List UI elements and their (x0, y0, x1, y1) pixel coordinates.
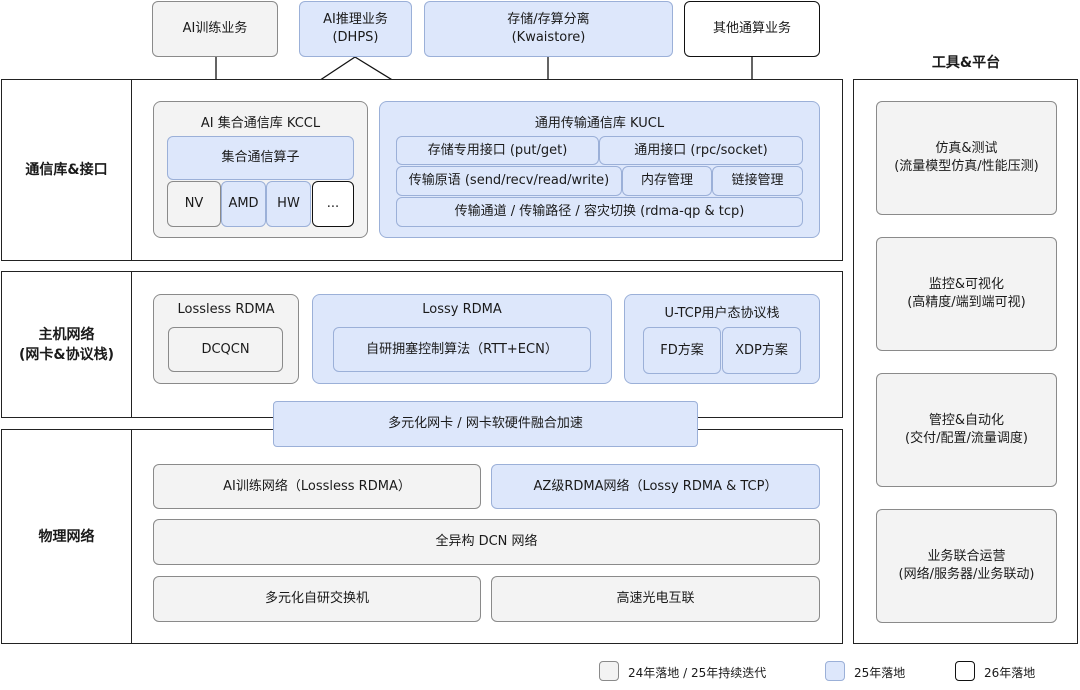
kucl-memory: 内存管理 (622, 166, 712, 196)
kucl-title: 通用传输通信库 KUCL (534, 116, 665, 131)
utcp-fd: FD方案 (643, 327, 721, 374)
optical-interconnect: 高速光电互联 (491, 576, 820, 622)
kccl-title: AI 集合通信库 KCCL (200, 116, 321, 131)
nic-fusion: 多元化网卡 / 网卡软硬件融合加速 (273, 401, 698, 447)
legend-label-white: 26年落地 (984, 666, 1036, 680)
service-ai-inference: AI推理业务 (DHPS) (299, 1, 412, 57)
kucl-link: 链接管理 (712, 166, 803, 196)
lossless-rdma-title: Lossless RDMA (177, 302, 275, 317)
self-developed-switch: 多元化自研交换机 (153, 576, 481, 622)
service-storage: 存储/存算分离 (Kwaistore) (424, 1, 673, 57)
kucl-general-api: 通用接口 (rpc/socket) (599, 136, 803, 165)
legend-swatch-white (955, 661, 975, 681)
host-layer-label: 主机网络 (网卡&协议栈) (2, 272, 132, 417)
legend-label-gray: 24年落地 / 25年持续迭代 (628, 666, 767, 680)
dcn-network: 全异构 DCN 网络 (153, 519, 820, 565)
tool-simulation-testing: 仿真&测试 (流量模型仿真/性能压测) (876, 101, 1057, 215)
phys-layer-label: 物理网络 (2, 430, 132, 643)
legend-label-blue: 25年落地 (854, 666, 906, 680)
service-ai-training: AI训练业务 (152, 1, 278, 57)
legend-swatch-blue (825, 661, 845, 681)
service-other-compute: 其他通算业务 (684, 1, 820, 57)
az-rdma-network: AZ级RDMA网络（Lossy RDMA & TCP） (491, 464, 820, 509)
kucl-storage-api: 存储专用接口 (put/get) (396, 136, 599, 165)
comm-layer-label: 通信库&接口 (2, 80, 132, 260)
kucl-primitives: 传输原语 (send/recv/read/write) (396, 166, 622, 196)
lossy-rdma-title: Lossy RDMA (422, 302, 502, 317)
legend-swatch-gray (599, 661, 619, 681)
kccl-vendor-nv: NV (167, 181, 221, 227)
utcp-xdp: XDP方案 (722, 327, 801, 374)
kucl-channel: 传输通道 / 传输路径 / 容灾切换 (rdma-qp & tcp) (396, 197, 803, 227)
kccl-vendor-hw: HW (266, 181, 311, 227)
tools-title: 工具&平台 (931, 55, 1001, 71)
utcp-title: U-TCP用户态协议栈 (664, 306, 780, 321)
congestion-control: 自研拥塞控制算法（RTT+ECN） (333, 327, 591, 372)
tool-monitoring: 监控&可视化 (高精度/端到端可视) (876, 237, 1057, 351)
tool-joint-operations: 业务联合运营 (网络/服务器/业务联动) (876, 509, 1057, 623)
kccl-vendor-more: ... (312, 181, 354, 227)
ai-training-network: AI训练网络（Lossless RDMA） (153, 464, 481, 509)
kccl-operator: 集合通信算子 (167, 136, 354, 180)
dcqcn: DCQCN (168, 327, 283, 372)
kccl-vendor-amd: AMD (221, 181, 266, 227)
tool-control-automation: 管控&自动化 (交付/配置/流量调度) (876, 373, 1057, 487)
